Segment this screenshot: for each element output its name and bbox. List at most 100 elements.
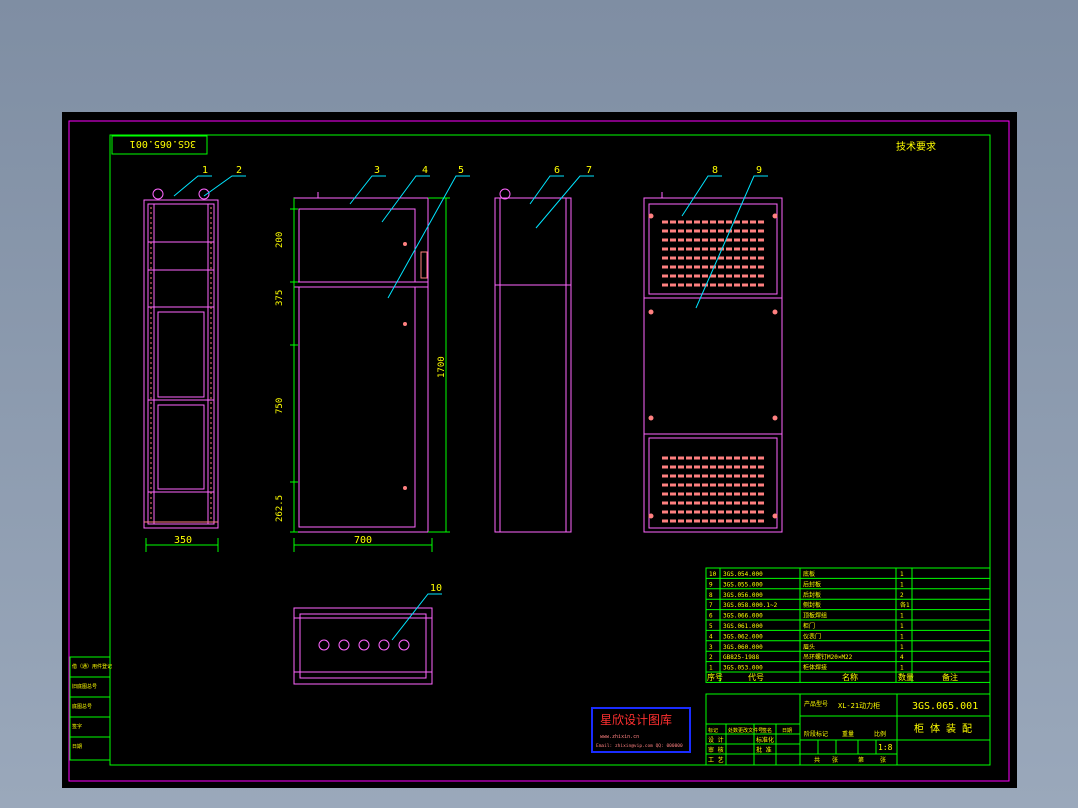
- bom-cell: 1: [900, 613, 904, 620]
- bom-cell: 3GS.062.000: [723, 633, 763, 640]
- dim-width-350: 350: [174, 535, 192, 546]
- role-standard: 标准化: [756, 736, 774, 744]
- inner-border: [109, 134, 991, 766]
- bom-cell: 各1: [900, 601, 910, 609]
- bom-header: 备注: [942, 672, 958, 682]
- bom-cell: 后封板: [803, 580, 821, 588]
- watermark-line2: Email: zhixin@vip.com QQ: 000000: [596, 743, 683, 749]
- dim-height-262: 262.5: [275, 495, 285, 522]
- mark-header-2: 更改文件号: [738, 727, 763, 734]
- bom-cell: GB825-1988: [723, 654, 760, 661]
- bom-header: 序号: [707, 672, 723, 682]
- view-frame-side: [143, 188, 219, 529]
- bom-cell: 眉头: [803, 643, 815, 651]
- sheet-current-unit: 张: [880, 756, 886, 764]
- view-front: [293, 192, 429, 533]
- balloon-9: 9: [756, 165, 762, 176]
- scale-header-2: 比例: [874, 730, 886, 738]
- title-block: [705, 693, 991, 766]
- bom-cell: 柜体焊接: [803, 664, 827, 672]
- role-approve: 批 准: [756, 746, 772, 754]
- scale-header-1: 重量: [842, 730, 854, 738]
- bom-cell: 1: [900, 633, 904, 640]
- bom-cell: 4: [900, 654, 904, 661]
- bom-cell: 3GS.055.000: [723, 581, 763, 588]
- balloon-2: 2: [236, 165, 242, 176]
- bom-cell: 后封板: [803, 591, 821, 599]
- bom-cell: 顶板焊组: [803, 612, 827, 620]
- bom-cell: 底板: [803, 570, 815, 578]
- mark-header-1: 处数: [728, 727, 738, 734]
- bom-cell: 1: [900, 644, 904, 651]
- balloon-6: 6: [554, 165, 560, 176]
- watermark-line1: www.zhixin.cn: [600, 734, 639, 740]
- bom-header: 名称: [842, 672, 858, 682]
- balloon-8: 8: [712, 165, 718, 176]
- dim-height-1700: 1700: [437, 356, 447, 378]
- bom-cell: 7: [709, 602, 713, 609]
- balloon-5: 5: [458, 165, 464, 176]
- side-label-1: 旧底图总号: [72, 683, 97, 690]
- bom-cell: 1: [900, 571, 904, 578]
- side-label-4: 日期: [72, 744, 82, 750]
- bill-of-materials: 10 3GS.054.000 底板 1 9 3GS.055.000 后封板 1 8 3GS.056…: [705, 567, 991, 683]
- bom-cell: 1: [900, 665, 904, 672]
- balloon-1: 1: [202, 165, 208, 176]
- product-label: 产品型号: [804, 700, 828, 708]
- leader-lines: [173, 175, 768, 641]
- cad-drawing: 3GS.065.001 技术要求: [68, 120, 1010, 782]
- bom-cell: 3GS.058.000.1~2: [723, 602, 778, 609]
- bom-cell: 2: [709, 654, 713, 661]
- product-name: XL-21动力柜: [838, 701, 880, 710]
- outer-border: [68, 120, 1010, 782]
- watermark-title: 星欣设计图库: [600, 712, 672, 727]
- dim-height-375: 375: [275, 290, 285, 306]
- bom-cell: 仪表门: [803, 632, 821, 640]
- dimensions: [145, 197, 450, 552]
- bom-cell: 6: [709, 613, 713, 620]
- bom-cell: 9: [709, 581, 713, 588]
- bom-cell: 3GS.060.000: [723, 644, 763, 651]
- balloon-3: 3: [374, 165, 380, 176]
- bom-cell: 3GS.066.000: [723, 613, 763, 620]
- sheet-current: 第: [858, 756, 864, 764]
- bom-cell: 3: [709, 644, 713, 651]
- scale-value: 1:8: [878, 743, 893, 752]
- bom-cell: 柜门: [803, 622, 815, 630]
- view-side: [494, 188, 572, 533]
- side-label-3: 签字: [72, 723, 82, 730]
- technical-requirements: 技术要求: [896, 140, 936, 153]
- bom-cell: 3GS.054.000: [723, 571, 763, 578]
- rear-louvers: [662, 220, 764, 523]
- view-bottom-plate: [293, 607, 433, 685]
- balloon-7: 7: [586, 165, 592, 176]
- bom-cell: 10: [709, 571, 717, 578]
- drawing-sheet: 3GS.065.001 技术要求: [62, 112, 1017, 788]
- drawing-number: 3GS.065.001: [912, 701, 978, 712]
- side-register-block: [69, 656, 111, 761]
- drawing-number-stamp-text: 3GS.065.001: [130, 138, 196, 149]
- role-process: 工 艺: [708, 756, 724, 764]
- view-rear: [643, 192, 783, 533]
- bom-cell: 8: [709, 592, 713, 599]
- balloon-4: 4: [422, 165, 428, 176]
- bom-cell: 1: [900, 581, 904, 588]
- bom-cell: 3GS.061.000: [723, 623, 763, 630]
- bom-cell: 3GS.056.000: [723, 592, 763, 599]
- bom-cell: 1: [900, 623, 904, 630]
- balloon-10: 10: [430, 583, 442, 594]
- bom-header: 代号: [748, 672, 764, 682]
- sheet-total-unit: 张: [832, 756, 838, 764]
- mark-header-4: 日期: [782, 728, 792, 734]
- balloon-labels: 1 2 3 4 5 6 7 8 9 10: [202, 165, 762, 594]
- sheet-total: 共: [814, 756, 820, 764]
- side-label-0: 借（通）用件登记: [72, 663, 112, 670]
- drawing-name: 柜 体 装 配: [914, 722, 972, 735]
- role-design: 设 计: [708, 736, 724, 744]
- dim-height-200: 200: [275, 232, 285, 248]
- role-review: 审 核: [708, 746, 724, 754]
- bom-cell: 4: [709, 633, 713, 640]
- bom-cell: 1: [709, 665, 713, 672]
- bom-cell: 3GS.053.000: [723, 665, 763, 672]
- bom-cell: 5: [709, 623, 713, 630]
